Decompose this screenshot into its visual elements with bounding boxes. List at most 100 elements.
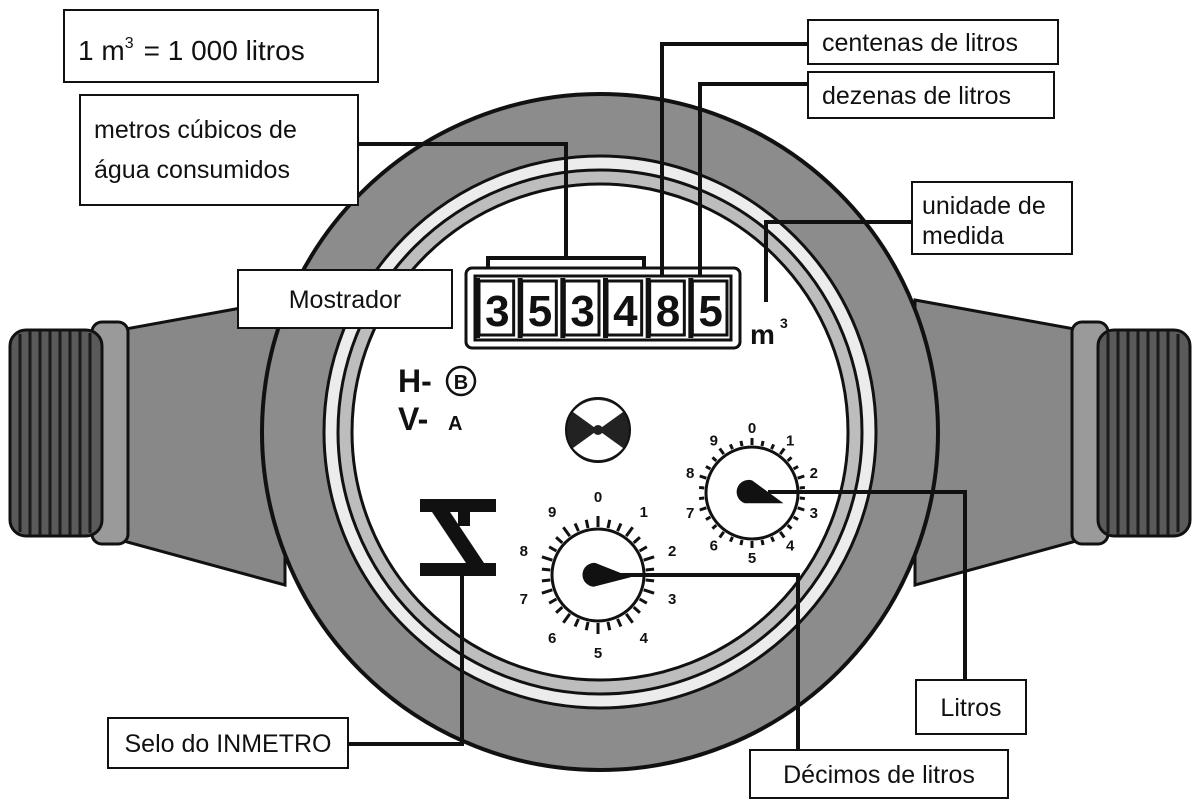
right-pipe (913, 298, 1192, 587)
svg-text:m: m (750, 319, 775, 350)
dial-tick (584, 519, 590, 529)
svg-text:água consumidos: água consumidos (94, 156, 290, 184)
dial-number: 0 (594, 489, 602, 506)
svg-text:Selo do INMETRO: Selo do INMETRO (124, 730, 331, 758)
dial-tick (728, 443, 734, 450)
leader-lines (348, 42, 967, 760)
label-metros-cubicos: metros cúbicos de água consumidos (79, 94, 359, 206)
dial-number: 9 (710, 432, 718, 449)
dial-tick (541, 588, 553, 595)
odometer-digit: 3 (485, 287, 509, 336)
odometer-separator (517, 278, 523, 338)
dial-tick (606, 621, 612, 631)
svg-text:1 m3= 1 000 litros: 1 m3= 1 000 litros (78, 35, 305, 66)
dial-number: 0 (748, 420, 756, 437)
dial-number: 8 (686, 465, 694, 482)
dial-tick (541, 555, 553, 562)
dial-tick (562, 526, 571, 538)
label-selo: Selo do INMETRO (107, 717, 349, 769)
dial-tick (625, 526, 634, 538)
dial-tick (555, 536, 564, 544)
dial-tick (718, 530, 725, 539)
dial-number: 5 (594, 645, 602, 662)
dial-tick (541, 567, 551, 572)
odometer-separator (560, 278, 566, 338)
dial-number: 5 (748, 550, 756, 567)
dial-tick (638, 597, 648, 605)
dial-tick (548, 597, 558, 605)
dial-number: 3 (810, 505, 818, 522)
odometer-digit: 4 (613, 287, 638, 336)
dial-tick (632, 606, 641, 614)
dial-number: 6 (548, 630, 556, 647)
odometer-separator (475, 278, 480, 338)
dial-tick (584, 621, 590, 631)
dial-tick (711, 456, 718, 462)
dial-number: 4 (786, 538, 795, 555)
dial-number: 3 (668, 591, 676, 608)
dial-number: 7 (520, 591, 528, 608)
label-unidade: unidade de medida (911, 181, 1073, 255)
svg-text:Litros: Litros (940, 694, 1001, 722)
dial-tick (786, 524, 793, 530)
dial-tick (779, 530, 786, 539)
svg-text:centenas de litros: centenas de litros (822, 29, 1018, 57)
dial-tick (541, 578, 551, 583)
odometer-digit: 5 (528, 287, 552, 336)
dial-number: 8 (520, 543, 528, 560)
equivalence-label: 1 m3= 1 000 litros (63, 9, 379, 83)
svg-text:A: A (448, 413, 462, 435)
dial-tick (705, 465, 712, 471)
odometer-digit: 8 (656, 287, 680, 336)
dial-tick (792, 465, 799, 471)
svg-text:medida: medida (922, 222, 1004, 250)
dial-number: 1 (786, 432, 794, 449)
dial-tick (645, 567, 655, 572)
label-centenas: centenas de litros (807, 19, 1059, 65)
dial-tick (698, 485, 705, 490)
dial-tick (562, 612, 571, 624)
odometer-digit: 5 (698, 287, 722, 336)
dial-tick (698, 496, 705, 501)
dial-tick (699, 506, 707, 512)
dial-tick (705, 515, 712, 521)
svg-text:V-: V- (398, 401, 428, 437)
dial-tick (799, 496, 806, 501)
dial-tick (739, 539, 744, 546)
dial-tick (770, 443, 776, 450)
metrology-class-marks: H- B V- A (398, 363, 477, 437)
svg-text:3: 3 (780, 315, 788, 331)
dial-number: 1 (640, 504, 648, 521)
dial-number: 4 (640, 630, 649, 647)
dial-tick (616, 618, 623, 628)
dial-tick (728, 536, 734, 543)
dial-tick (797, 506, 805, 512)
svg-text:B: B (454, 372, 468, 394)
dial-tick (799, 485, 806, 490)
dial-tick (699, 474, 707, 480)
svg-text:metros cúbicos de: metros cúbicos de (94, 116, 297, 144)
dial-tick (786, 456, 793, 462)
dial-tick (770, 536, 776, 543)
label-decimos: Décimos de litros (749, 749, 1009, 799)
dial-tick (760, 539, 765, 546)
dial-number: 9 (548, 504, 556, 521)
dial-tick (739, 440, 744, 447)
dial-number: 6 (710, 538, 718, 555)
svg-text:Décimos de litros: Décimos de litros (783, 761, 975, 789)
unit-m3: m 3 (750, 315, 788, 350)
svg-text:dezenas de litros: dezenas de litros (822, 82, 1011, 110)
dial-tick (797, 474, 805, 480)
dial-tick (645, 578, 655, 583)
dial-tick (606, 519, 612, 529)
odometer-cell (520, 279, 558, 337)
dial-number: 2 (810, 465, 818, 482)
dial-tick (573, 618, 580, 628)
flow-direction-icon (565, 397, 631, 463)
left-pipe (8, 298, 287, 587)
dial-tick (792, 515, 799, 521)
dial-pointer (736, 479, 784, 504)
svg-text:unidade de: unidade de (922, 192, 1046, 220)
